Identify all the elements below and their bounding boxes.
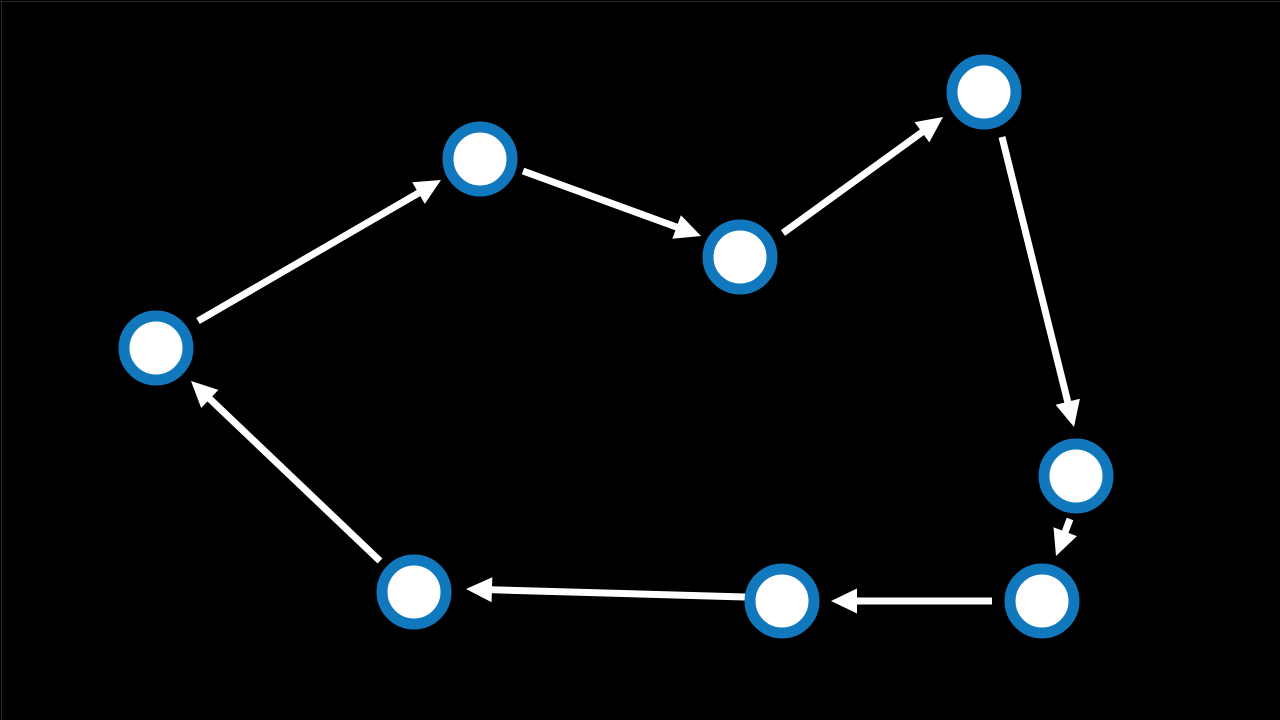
graph-node-upper-left [442, 121, 518, 197]
arrowhead-icon [191, 381, 219, 408]
graph-node-top-right [946, 54, 1022, 130]
graph-edge-n3-to-n4 [780, 117, 943, 236]
graph-edge-n4-to-n5 [998, 136, 1080, 427]
graph-node-bottom-left [376, 554, 452, 630]
arrow-shaft [780, 128, 926, 236]
nodes-layer [118, 54, 1114, 639]
graph-node-bottom-middle [744, 563, 820, 639]
arrowhead-icon [412, 180, 441, 204]
graph-node-bottom-right [1004, 563, 1080, 639]
arrowhead-icon [831, 588, 857, 614]
arrowhead-icon [914, 117, 943, 143]
graph-edge-n1-to-n2 [196, 180, 441, 325]
graph-edge-n8-to-n1 [191, 381, 383, 564]
arrowhead-icon [1053, 527, 1077, 556]
screen-edge-left-line [1, 0, 2, 720]
graph-edge-n7-to-n8 [466, 577, 746, 603]
graph-edge-n5-to-n6 [1053, 517, 1077, 556]
edges-layer [191, 117, 1080, 614]
arrowhead-icon [1055, 398, 1080, 427]
arrowhead-icon [466, 577, 493, 603]
arrow-shaft [196, 189, 422, 325]
arrow-shaft [205, 395, 383, 564]
arrowhead-icon [672, 215, 701, 239]
arrow-shaft [1061, 517, 1074, 535]
arrow-shaft [521, 167, 680, 232]
graph-node-left [118, 310, 194, 386]
graph-edge-n6-to-n7 [831, 588, 992, 614]
graph-node-upper-middle [702, 219, 778, 295]
graph-edge-n2-to-n3 [521, 167, 701, 239]
arrow-shaft [489, 586, 746, 601]
screen-edge-top-line [0, 1, 1280, 2]
arrow-shaft [998, 136, 1072, 405]
graph-node-right-middle [1038, 438, 1114, 514]
